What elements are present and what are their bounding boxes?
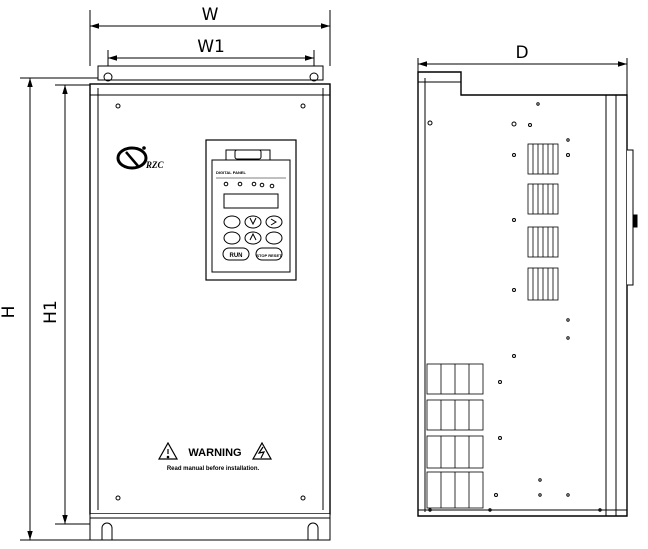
height-label: H	[0, 306, 19, 319]
keypad-panel: DIGITAL PANEL	[205, 139, 297, 281]
side-housing-outline	[417, 71, 628, 517]
width-label: W	[202, 5, 219, 25]
warning-subtitle: Read manual before installation.	[167, 466, 260, 472]
bottom-right-slot	[307, 522, 319, 540]
top-left-mount-hole	[103, 72, 113, 82]
side-upper-vents	[527, 143, 559, 301]
up-key	[244, 215, 262, 229]
enter-key	[223, 231, 241, 245]
run-key-label: RUN	[230, 253, 243, 259]
warning-title: WARNING	[188, 447, 241, 459]
run-key	[222, 247, 250, 261]
mount-width-label: W1	[197, 37, 225, 57]
down-key	[244, 231, 262, 245]
func-key	[265, 231, 283, 245]
side-lower-vents	[426, 363, 484, 509]
bottom-mounting-bracket	[89, 514, 331, 541]
bottom-left-slot	[101, 522, 113, 540]
stop-key-label: STOP RESET	[256, 253, 282, 258]
keypad-panel-label: DIGITAL PANEL	[216, 170, 247, 175]
shift-key	[265, 215, 283, 229]
brand-logo: RZC	[116, 146, 165, 170]
depth-label: D	[515, 43, 528, 63]
mount-height-label: H1	[41, 300, 61, 324]
top-right-mount-hole	[309, 72, 319, 82]
logo-text: RZC	[145, 160, 165, 170]
keypad-display	[223, 193, 279, 209]
shock-hazard-icon	[251, 441, 273, 460]
side-keypad-protrusion	[627, 149, 634, 286]
warning-icon	[157, 441, 179, 460]
stop-key	[255, 247, 283, 261]
prg-key	[223, 215, 241, 229]
top-mounting-bracket	[97, 65, 324, 81]
side-view	[417, 71, 638, 517]
